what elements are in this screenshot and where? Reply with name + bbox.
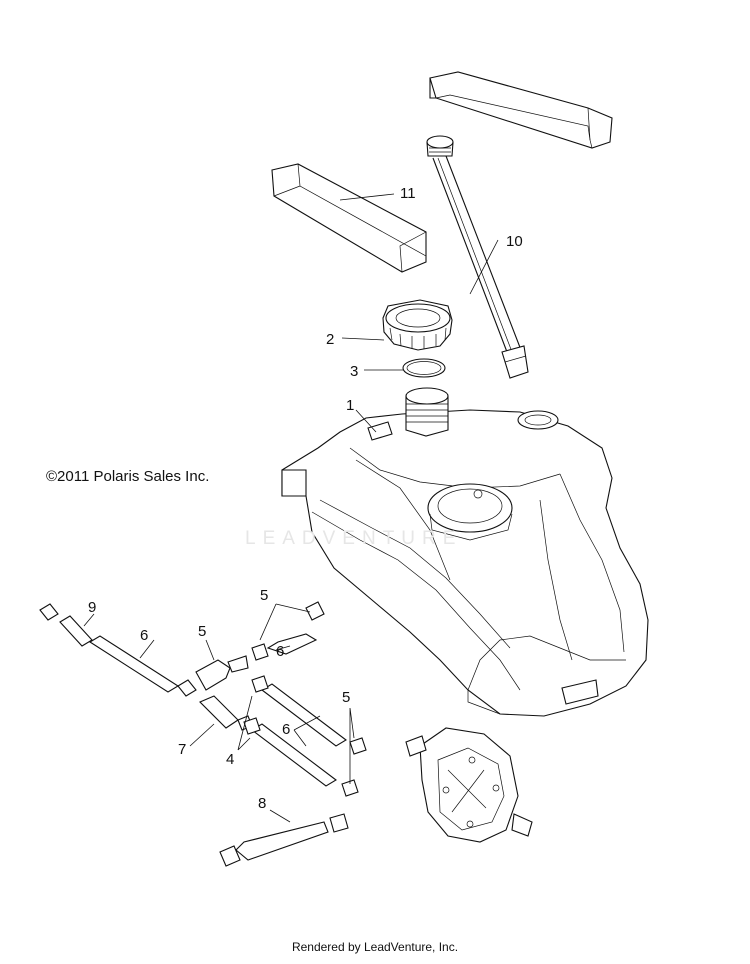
o-ring [402, 358, 446, 378]
callout-11: 11 [400, 185, 416, 202]
watermark-logo: LEADVENTURE [245, 528, 463, 549]
foam-pad-left [271, 163, 427, 273]
callout-6-middle: 6 [282, 721, 290, 738]
callout-8: 8 [258, 795, 266, 812]
callout-1: 1 [346, 397, 354, 414]
copyright-notice: ©2011 Polaris Sales Inc. [46, 468, 210, 485]
callout-2: 2 [326, 331, 334, 348]
fuel-tank [281, 387, 649, 717]
footer-credit: Rendered by LeadVenture, Inc. [291, 940, 459, 954]
callout-5-right: 5 [342, 689, 350, 706]
callout-7: 7 [178, 741, 186, 758]
callout-5-lower: 4 [226, 751, 234, 768]
fuel-pump [405, 727, 533, 843]
callout-3: 3 [350, 363, 358, 380]
fuel-sender [426, 135, 529, 379]
callout-10: 10 [506, 233, 523, 250]
fuel-cap [382, 299, 453, 351]
leader-lines [83, 193, 499, 823]
callout-6-upper: 6 [276, 643, 284, 660]
callout-5-upper: 5 [260, 587, 268, 604]
callout-6-left: 6 [140, 627, 148, 644]
callout-4: 5 [198, 623, 206, 640]
foam-pad-upper [429, 71, 613, 149]
callout-9: 9 [88, 599, 96, 616]
hose-assembly [39, 601, 367, 867]
